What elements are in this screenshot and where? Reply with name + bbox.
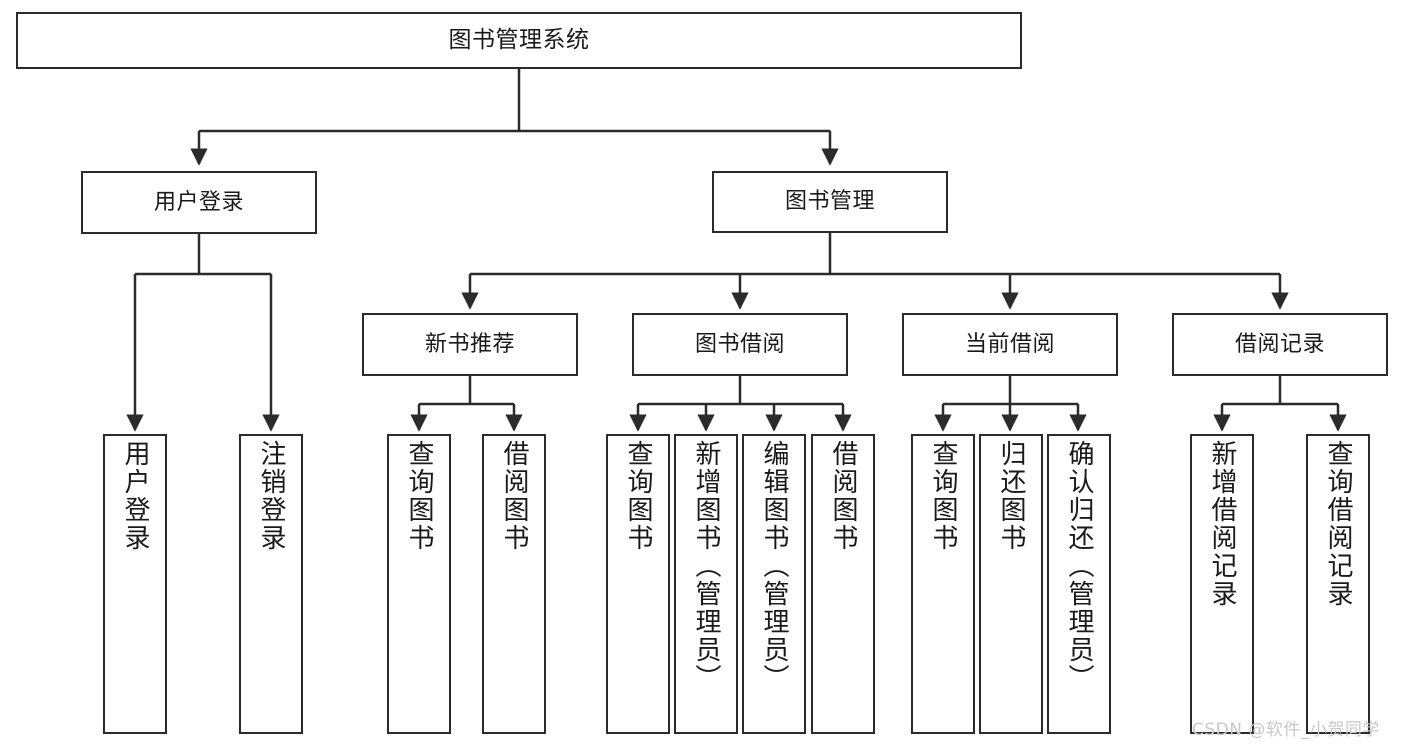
leaf-book-borrow-2[interactable]: 新增图书（管理员） [674, 434, 738, 734]
leaf-user-login-2[interactable]: 注销登录 [239, 434, 303, 734]
leaf-book-borrow-1[interactable]: 查询图书 [606, 434, 670, 734]
leaf-user-login-1-label: 用户登录 [120, 440, 150, 552]
leaf-borrow-record-1[interactable]: 新增借阅记录 [1190, 434, 1254, 734]
leaf-current-borrow-1-label: 查询图书 [928, 440, 958, 552]
leaf-user-login-2-label: 注销登录 [256, 440, 286, 552]
leaf-new-book-1[interactable]: 查询图书 [387, 434, 451, 734]
leaf-borrow-record-1-label: 新增借阅记录 [1207, 440, 1237, 608]
leaf-book-borrow-4-label: 借阅图书 [828, 440, 858, 552]
leaf-current-borrow-3[interactable]: 确认归还（管理员） [1047, 434, 1111, 734]
node-book-management[interactable]: 图书管理 [712, 171, 948, 233]
leaf-book-borrow-2-label: 新增图书（管理员） [691, 440, 721, 692]
node-root[interactable]: 图书管理系统 [16, 12, 1022, 69]
leaf-user-login-1[interactable]: 用户登录 [103, 434, 167, 734]
leaf-book-borrow-4[interactable]: 借阅图书 [811, 434, 875, 734]
node-book-borrow[interactable]: 图书借阅 [632, 313, 848, 376]
watermark: CSDN @软件_小贺同学 [1192, 720, 1380, 740]
node-borrow-record-label: 借阅记录 [1234, 331, 1325, 357]
node-user-login[interactable]: 用户登录 [81, 171, 317, 234]
node-new-book-recommend[interactable]: 新书推荐 [362, 313, 578, 376]
leaf-current-borrow-2[interactable]: 归还图书 [979, 434, 1043, 734]
leaf-book-borrow-3-label: 编辑图书（管理员） [759, 440, 789, 692]
node-book-management-label: 图书管理 [784, 189, 875, 215]
leaf-current-borrow-2-label: 归还图书 [996, 440, 1026, 552]
leaf-borrow-record-2[interactable]: 查询借阅记录 [1306, 434, 1370, 734]
node-current-borrow[interactable]: 当前借阅 [902, 313, 1118, 376]
leaf-current-borrow-3-label: 确认归还（管理员） [1064, 440, 1094, 692]
leaf-new-book-1-label: 查询图书 [404, 440, 434, 552]
node-new-book-recommend-label: 新书推荐 [424, 331, 515, 357]
leaf-new-book-2[interactable]: 借阅图书 [482, 434, 546, 734]
leaf-book-borrow-3[interactable]: 编辑图书（管理员） [742, 434, 806, 734]
node-user-login-label: 用户登录 [153, 189, 244, 215]
leaf-current-borrow-1[interactable]: 查询图书 [911, 434, 975, 734]
leaf-book-borrow-1-label: 查询图书 [623, 440, 653, 552]
leaf-borrow-record-2-label: 查询借阅记录 [1323, 440, 1353, 608]
node-root-label: 图书管理系统 [448, 27, 590, 54]
leaf-new-book-2-label: 借阅图书 [499, 440, 529, 552]
node-borrow-record[interactable]: 借阅记录 [1172, 313, 1388, 376]
node-book-borrow-label: 图书借阅 [694, 331, 785, 357]
node-current-borrow-label: 当前借阅 [964, 331, 1055, 357]
